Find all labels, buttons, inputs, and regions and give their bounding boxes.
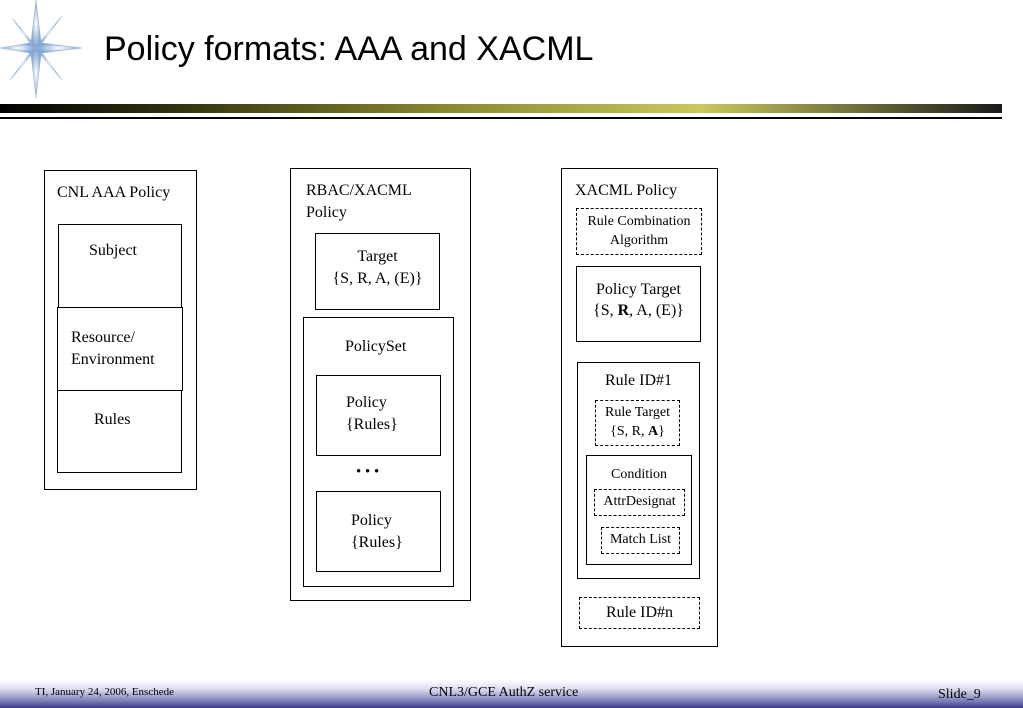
policy1-box bbox=[316, 375, 441, 456]
policy2-label-line2: {Rules} bbox=[351, 534, 403, 551]
rule-target-label-line1: Rule Target bbox=[605, 405, 670, 420]
title-divider-line bbox=[0, 117, 1002, 119]
policy1-label-line1: Policy bbox=[346, 394, 387, 411]
match-list-label: Match List bbox=[609, 532, 672, 547]
rule-combination-algorithm-box bbox=[576, 208, 702, 255]
cnl-aaa-policy-heading: CNL AAA Policy bbox=[57, 184, 171, 201]
rca-label-line1: Rule Combination bbox=[587, 214, 691, 229]
policy-target-label-line1: Policy Target bbox=[596, 281, 681, 298]
policy2-label-line1: Policy bbox=[351, 512, 392, 529]
rbac-heading-line1: RBAC/XACML bbox=[306, 182, 412, 199]
rules-box bbox=[57, 390, 182, 473]
policyset-label: PolicySet bbox=[345, 338, 407, 355]
footer-band bbox=[0, 680, 1023, 708]
xacml-policy-heading: XACML Policy bbox=[575, 182, 678, 199]
condition-label: Condition bbox=[610, 467, 667, 482]
resource-label-line1: Resource/ bbox=[71, 329, 135, 346]
match-list-box bbox=[601, 527, 680, 554]
subject-box bbox=[58, 224, 182, 310]
rbac-heading-line2: Policy bbox=[306, 204, 347, 221]
target-box bbox=[315, 233, 440, 310]
subject-label: Subject bbox=[89, 242, 137, 259]
rule-target-label-line2: {S, R, A} bbox=[610, 424, 665, 439]
policy2-box bbox=[316, 491, 441, 572]
policy-target-label-line2: {S, R, A, (E)} bbox=[593, 302, 684, 319]
star-logo-icon bbox=[0, 0, 83, 99]
resource-label-line2: Environment bbox=[71, 351, 155, 368]
footer-right-text: Slide_9 bbox=[938, 687, 981, 702]
slide-title: Policy formats: AAA and XACML bbox=[104, 30, 594, 68]
resource-environment-box bbox=[57, 307, 183, 391]
rule-target-box bbox=[595, 400, 680, 446]
footer-center-text: CNL3/GCE AuthZ service bbox=[429, 685, 579, 700]
policy-target-box bbox=[576, 266, 701, 342]
target-label-line1: Target bbox=[357, 248, 398, 265]
rca-label-line2: Algorithm bbox=[609, 233, 669, 248]
rule-idn-box bbox=[579, 597, 700, 629]
rule-id1-label: Rule ID#1 bbox=[604, 372, 673, 389]
title-divider-bar bbox=[0, 104, 1002, 113]
rules-label: Rules bbox=[94, 411, 131, 428]
ellipsis-dots: • • • bbox=[356, 464, 380, 480]
policy1-label-line2: {Rules} bbox=[346, 416, 398, 433]
attr-designator-box bbox=[594, 489, 685, 516]
footer-left-text: TI, January 24, 2006, Enschede bbox=[35, 686, 174, 698]
rule-idn-label: Rule ID#n bbox=[605, 604, 674, 621]
attr-designator-label: AttrDesignat bbox=[603, 494, 676, 509]
target-label-line2: {S, R, A, (E)} bbox=[332, 270, 423, 287]
